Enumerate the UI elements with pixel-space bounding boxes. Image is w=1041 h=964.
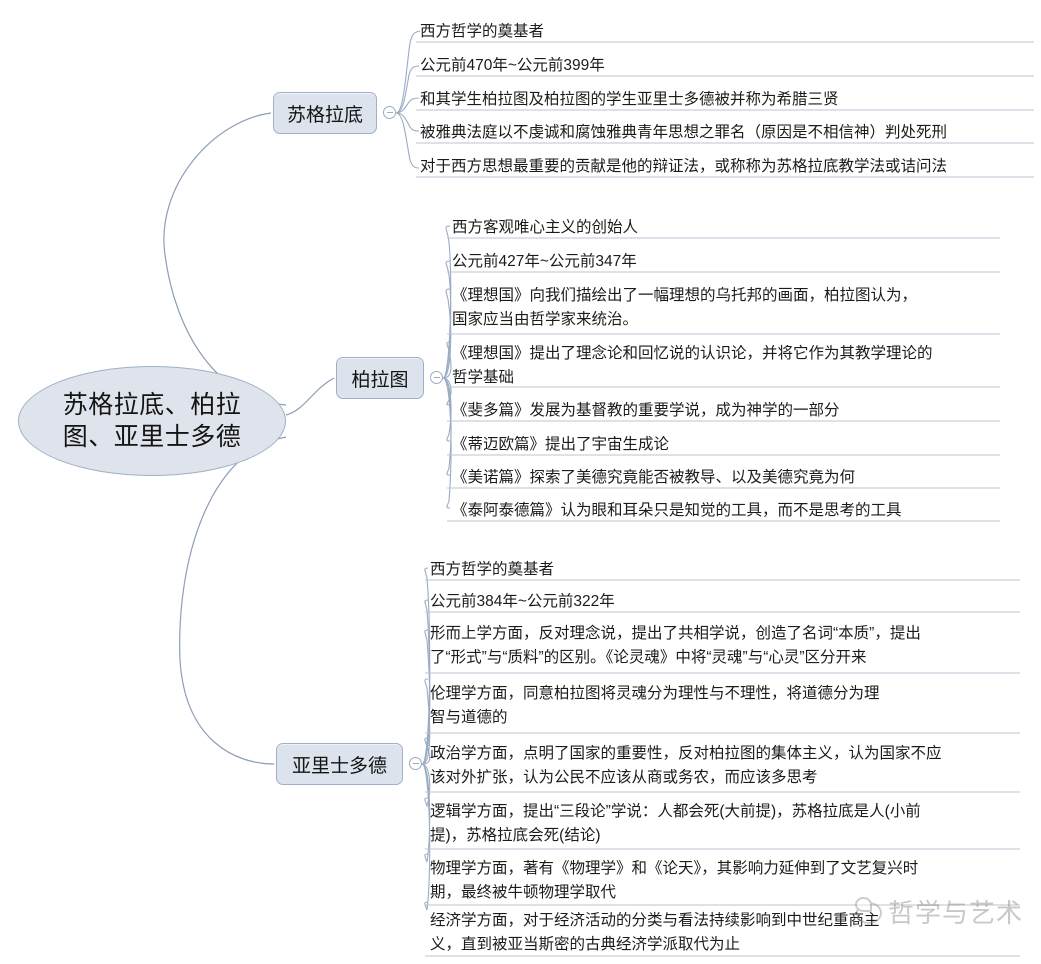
leaf-aristotle-7[interactable]: 物理学方面，著有《物理学》和《论天》，其影响力延伸到了文艺复兴时 期，最终被牛顿… xyxy=(430,860,919,902)
leaf-socrates-4[interactable]: 被雅典法庭以不虔诚和腐蚀雅典青年思想之罪名（原因是不相信神）判处死刑 xyxy=(420,124,948,141)
leaf-socrates-5[interactable]: 对于西方思想最重要的贡献是他的辩证法，或称称为苏格拉底教学法或诘问法 xyxy=(420,158,948,175)
leaf-plato-1[interactable]: 西方客观唯心主义的创始人 xyxy=(452,219,639,236)
leaf-aristotle-3[interactable]: 形而上学方面，反对理念说，提出了共相学说，创造了名词“本质”，提出 了“形式”与… xyxy=(430,625,921,667)
root-node[interactable]: 苏格拉底、柏拉图、亚里士多德 xyxy=(18,366,286,476)
branch-node-socrates-label: 苏格拉底 xyxy=(286,104,363,126)
leaf-plato-4[interactable]: 《理想国》提出了理念论和回忆说的认识论，并将它作为其教学理论的 哲学基础 xyxy=(452,345,933,387)
collapse-handle-aristotle[interactable] xyxy=(409,757,422,770)
branch-node-aristotle[interactable]: 亚里士多德 xyxy=(276,743,403,785)
leaf-aristotle-2[interactable]: 公元前384年~公元前322年 xyxy=(430,593,615,610)
leaf-plato-6[interactable]: 《蒂迈欧篇》提出了宇宙生成论 xyxy=(452,436,670,453)
collapse-handle-socrates[interactable] xyxy=(383,106,396,119)
leaf-plato-5[interactable]: 《斐多篇》发展为基督教的重要学说，成为神学的一部分 xyxy=(452,402,840,419)
leaf-aristotle-6[interactable]: 逻辑学方面，提出“三段论”学说：人都会死(大前提)，苏格拉底是人(小前 提)，苏… xyxy=(430,803,921,845)
branch-node-aristotle-label: 亚里士多德 xyxy=(291,755,387,777)
leaf-aristotle-1[interactable]: 西方哲学的奠基者 xyxy=(430,561,555,578)
collapse-handle-plato[interactable] xyxy=(430,371,443,384)
leaf-aristotle-4[interactable]: 伦理学方面，同意柏拉图将灵魂分为理性与不理性，将道德分为理 智与道德的 xyxy=(430,685,880,727)
leaf-plato-3[interactable]: 《理想国》向我们描绘出了一幅理想的乌托邦的画面，柏拉图认为， 国家应当由哲学家来… xyxy=(452,287,918,329)
leaf-socrates-3[interactable]: 和其学生柏拉图及柏拉图的学生亚里士多德被并称为希腊三贤 xyxy=(420,91,839,108)
leaf-aristotle-8[interactable]: 经济学方面，对于经济活动的分类与看法持续影响到中世纪重商主 义，直到被亚当斯密的… xyxy=(430,912,880,954)
leaf-aristotle-5[interactable]: 政治学方面，点明了国家的重要性，反对柏拉图的集体主义，认为国家不应 该对外扩张，… xyxy=(430,745,942,787)
leaf-socrates-1[interactable]: 西方哲学的奠基者 xyxy=(420,23,545,40)
leaf-socrates-2[interactable]: 公元前470年~公元前399年 xyxy=(420,57,605,74)
root-node-label: 苏格拉底、柏拉图、亚里士多德 xyxy=(62,390,242,452)
leaf-plato-7[interactable]: 《美诺篇》探索了美德究竟能否被教导、以及美德究竟为何 xyxy=(452,469,856,486)
leaf-plato-8[interactable]: 《泰阿泰德篇》认为眼和耳朵只是知觉的工具，而不是思考的工具 xyxy=(452,502,902,519)
branch-node-plato-label: 柏拉图 xyxy=(351,369,409,391)
branch-node-socrates[interactable]: 苏格拉底 xyxy=(273,92,377,134)
leaf-plato-2[interactable]: 公元前427年~公元前347年 xyxy=(452,253,637,270)
branch-node-plato[interactable]: 柏拉图 xyxy=(336,357,424,399)
